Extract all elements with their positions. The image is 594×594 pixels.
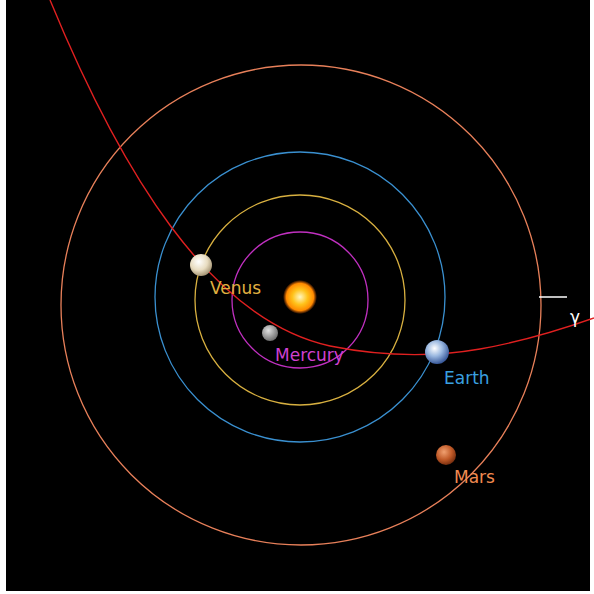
earth-planet (425, 340, 449, 364)
mercury-planet (262, 325, 278, 341)
planet-label: Venus (210, 279, 261, 298)
planet-label: Earth (444, 369, 490, 388)
equinox-direction-mark (539, 296, 567, 298)
space-ground (6, 0, 590, 591)
mars-orbit (61, 65, 541, 545)
venus-planet (190, 254, 212, 276)
earth-orbit (155, 152, 445, 442)
mars-planet (436, 445, 456, 465)
sun (283, 280, 317, 314)
equinox-symbol: γ (570, 308, 580, 327)
planet-label: Mercury (275, 346, 344, 365)
mercury-orbit (232, 232, 368, 368)
trajectory-curve (50, 0, 594, 355)
planet-label: Mars (454, 468, 495, 487)
venus-orbit (195, 195, 405, 405)
